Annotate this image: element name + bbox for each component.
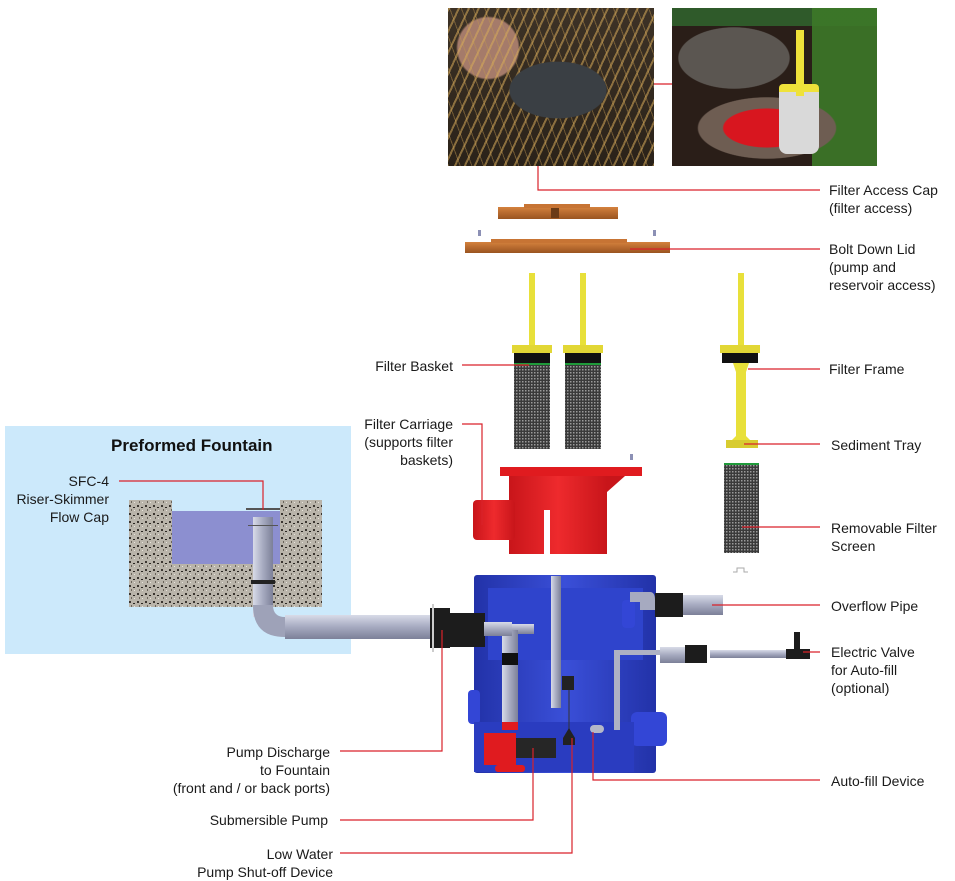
label-line: Electric Valve bbox=[831, 644, 915, 660]
leader-filter-access-cap bbox=[537, 166, 820, 191]
filter-carriage-part bbox=[473, 454, 642, 558]
label-line: (front and / or back ports) bbox=[172, 780, 330, 796]
open-lid-handle bbox=[796, 30, 804, 96]
label-overflow-pipe: Overflow Pipe bbox=[831, 597, 918, 615]
label-line: SFC-4 bbox=[68, 473, 109, 489]
label-line: Filter Basket bbox=[375, 358, 453, 374]
label-line: Overflow Pipe bbox=[831, 598, 919, 614]
label-line: Filter Frame bbox=[829, 361, 905, 377]
filter-frame-part bbox=[720, 273, 760, 448]
installed-lid-photo bbox=[448, 8, 654, 166]
label-line: (optional) bbox=[831, 680, 890, 696]
auto-fill-line bbox=[660, 632, 810, 663]
label-line: to Fountain bbox=[259, 762, 330, 778]
label-filter-access-cap: Filter Access Cap (filter access) bbox=[829, 181, 938, 217]
inlet-fittings bbox=[430, 604, 512, 652]
label-line: Bolt Down Lid bbox=[829, 241, 916, 257]
filter-access-cap-part bbox=[498, 204, 618, 219]
label-line: Screen bbox=[831, 538, 876, 554]
label-submersible-pump: Submersible Pump bbox=[210, 811, 328, 829]
label-line: Removable Filter bbox=[831, 520, 937, 536]
label-line: Pump Shut-off Device bbox=[197, 864, 333, 880]
filter-basket-left bbox=[512, 273, 552, 449]
label-line: for Auto-fill bbox=[831, 662, 898, 678]
fountain-basin bbox=[129, 500, 322, 607]
label-line: reservoir access) bbox=[829, 277, 936, 293]
label-line: (pump and bbox=[829, 259, 896, 275]
label-filter-basket: Filter Basket bbox=[375, 357, 453, 375]
label-auto-fill-device: Auto-fill Device bbox=[831, 772, 924, 790]
label-sfc-4: SFC-4 Riser-Skimmer Flow Cap bbox=[16, 472, 109, 526]
label-line: Sediment Tray bbox=[831, 437, 922, 453]
leader-low-water bbox=[340, 738, 573, 854]
label-line: Filter Access Cap bbox=[829, 182, 938, 198]
fountain-panel-title: Preformed Fountain bbox=[111, 436, 273, 455]
filter-basket-right bbox=[563, 273, 603, 449]
leader-submersible-pump bbox=[340, 748, 534, 821]
bolt-down-lid-part bbox=[465, 230, 670, 253]
label-filter-carriage: Filter Carriage (supports filter baskets… bbox=[364, 415, 453, 469]
label-line: Auto-fill Device bbox=[831, 773, 925, 789]
label-line: Riser-Skimmer bbox=[16, 491, 109, 507]
removable-screen-part bbox=[724, 463, 759, 573]
label-filter-frame: Filter Frame bbox=[829, 360, 904, 378]
label-electric-valve: Electric Valve for Auto-fill (optional) bbox=[831, 643, 915, 697]
label-line: (filter access) bbox=[829, 200, 913, 216]
internal-pipes bbox=[484, 576, 664, 772]
label-pump-discharge: Pump Discharge to Fountain (front and / … bbox=[173, 743, 330, 797]
label-sediment-tray: Sediment Tray bbox=[831, 436, 921, 454]
label-line: baskets) bbox=[400, 452, 453, 468]
leader-lines bbox=[119, 83, 820, 854]
label-line: Filter Carriage bbox=[364, 416, 453, 432]
riser-pipe bbox=[246, 508, 435, 639]
leader-sfc-4 bbox=[119, 480, 264, 510]
label-line: Submersible Pump bbox=[209, 812, 328, 828]
overflow-pipe-part bbox=[630, 592, 723, 617]
label-line: Low Water bbox=[266, 846, 333, 862]
leader-auto-fill bbox=[592, 732, 820, 781]
open-lid-photo bbox=[672, 8, 877, 166]
leader-filter-carriage bbox=[462, 423, 483, 525]
label-line: (supports filter bbox=[364, 434, 453, 450]
label-bolt-down-lid: Bolt Down Lid (pump and reservoir access… bbox=[829, 240, 936, 294]
label-line: Pump Discharge bbox=[226, 744, 331, 760]
leader-pump-discharge bbox=[340, 630, 443, 752]
label-line: Flow Cap bbox=[49, 509, 109, 525]
label-low-water: Low Water Pump Shut-off Device bbox=[197, 845, 333, 881]
label-removable-filter-screen: Removable Filter Screen bbox=[831, 519, 937, 555]
